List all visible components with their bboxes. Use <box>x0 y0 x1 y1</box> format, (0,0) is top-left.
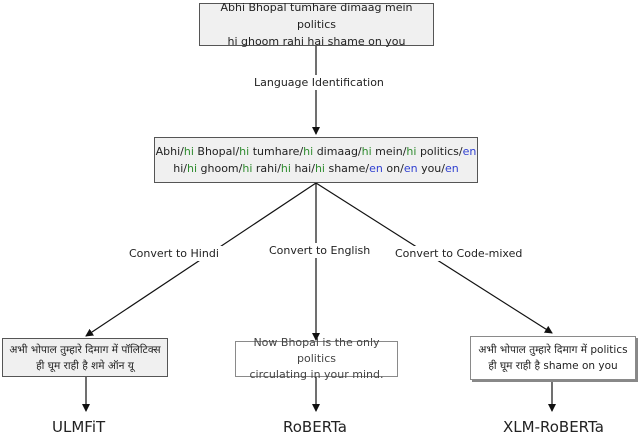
tag-separator: / <box>238 162 243 175</box>
input-line-1: Abhi Bhopal tumhare dimaag mein politics <box>220 1 413 31</box>
language-tag-hi: hi <box>242 162 253 175</box>
tagged-word: politics <box>419 145 459 158</box>
codemixed-line-1: अभी भोपाल तुम्हारे दिमाग में politics <box>478 344 628 356</box>
tagged-word: on <box>386 162 401 175</box>
tagged-word: mein <box>375 145 403 158</box>
english-output-box: Now Bhopal is the only politics circulat… <box>235 336 398 381</box>
tag-separator: / <box>458 145 463 158</box>
edge-label-convert-codemixed: Convert to Code-mixed <box>392 246 526 261</box>
edge-label-convert-hindi: Convert to Hindi <box>126 246 222 261</box>
tagged-word: Bhopal <box>197 145 236 158</box>
tagged-word: you <box>421 162 442 175</box>
codemixed-line-2: ही घूम राही है shame on you <box>488 360 618 372</box>
tag-separator: / <box>400 162 404 175</box>
tagged-line-2: hi/hi ghoom/hi rahi/hi hai/hi shame/en o… <box>173 160 459 177</box>
language-tag-hi: hi <box>186 162 198 175</box>
tag-separator: / <box>402 145 407 158</box>
tagged-word: rahi <box>255 162 278 175</box>
tag-separator: / <box>357 145 362 158</box>
language-tag-hi: hi <box>361 145 372 158</box>
tagged-word: ghoom <box>200 162 239 175</box>
english-line-1: Now Bhopal is the only politics <box>253 336 380 365</box>
language-tag-hi: hi <box>314 162 325 175</box>
tag-separator: / <box>183 162 187 175</box>
tagged-word: Abhi <box>155 145 181 158</box>
english-line-2: circulating in your mind. <box>249 368 384 381</box>
codemixed-output-box: अभी भोपाल तुम्हारे दिमाग में politics ही… <box>470 336 636 380</box>
tagged-word: hi <box>173 162 184 175</box>
language-tag-en: en <box>462 145 477 158</box>
input-line-2: hi ghoom rahi hai shame on you <box>227 35 406 48</box>
model-roberta: RoBERTa <box>283 418 347 436</box>
input-sentence-box: Abhi Bhopal tumhare dimaag mein politics… <box>199 1 434 48</box>
tagged-line-1: Abhi/hi Bhopal/hi tumhare/hi dimaag/hi m… <box>156 143 477 160</box>
language-tag-hi: hi <box>239 145 250 158</box>
edge-label-convert-english: Convert to English <box>266 243 374 258</box>
hindi-line-2: ही घूम राही है शमे ऑन यू <box>36 359 134 372</box>
tag-separator: / <box>441 162 445 175</box>
edge-label-language-identification: Language Identification <box>251 75 387 90</box>
language-tag-hi: hi <box>303 145 314 158</box>
language-tagged-box: Abhi/hi Bhopal/hi tumhare/hi dimaag/hi m… <box>154 137 478 183</box>
hindi-output-box: अभी भोपाल तुम्हारे दिमाग में पॉलिटिक्स ह… <box>2 338 168 377</box>
language-tag-en: en <box>403 162 418 175</box>
tag-separator: / <box>235 145 240 158</box>
model-xlm-roberta: XLM-RoBERTa <box>503 418 604 436</box>
hindi-line-1: अभी भोपाल तुम्हारे दिमाग में पॉलिटिक्स <box>9 343 161 356</box>
language-tag-hi: hi <box>406 145 417 158</box>
language-tag-hi: hi <box>280 162 291 175</box>
language-tag-hi: hi <box>183 145 194 158</box>
language-tag-en: en <box>445 162 459 175</box>
language-tag-en: en <box>369 162 383 175</box>
tagged-word: hai <box>294 162 312 175</box>
tag-separator: / <box>365 162 370 175</box>
tagged-word: tumhare <box>252 145 300 158</box>
model-ulmfit: ULMFiT <box>52 418 106 436</box>
tag-separator: / <box>180 145 184 158</box>
tag-separator: / <box>277 162 281 175</box>
tag-separator: / <box>299 145 304 158</box>
tagged-word: dimaag <box>316 145 358 158</box>
tagged-word: shame <box>328 162 366 175</box>
tag-separator: / <box>311 162 315 175</box>
